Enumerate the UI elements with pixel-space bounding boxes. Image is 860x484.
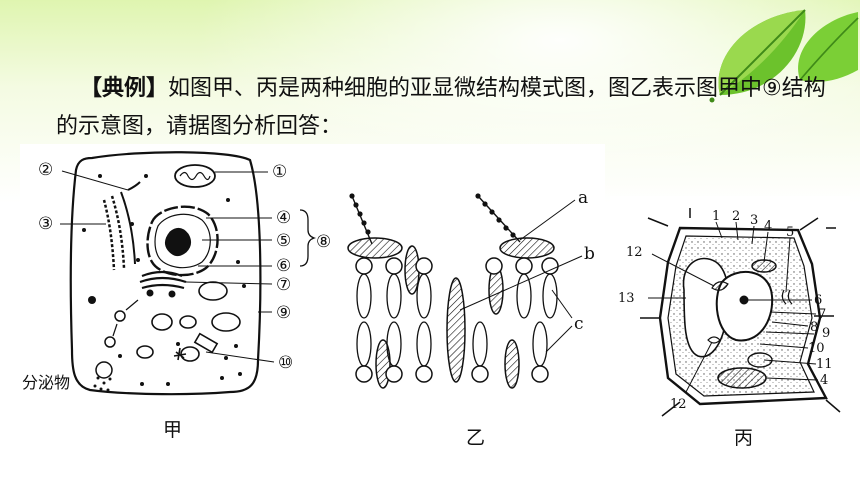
label-p12b: 12 (670, 397, 687, 412)
label-c: c (574, 314, 584, 334)
caption-bing: 丙 (734, 427, 753, 449)
label-p13: 13 (618, 291, 635, 306)
label-6: ⑥ (276, 256, 291, 276)
label-p9: 9 (822, 326, 830, 341)
nuclear-envelope (146, 205, 219, 277)
surface-protein (347, 237, 403, 259)
label-b: b (584, 244, 595, 264)
question-tag: 【典例】 (80, 76, 169, 101)
animal-cell-diagram (60, 151, 317, 396)
membrane-model-diagram (347, 193, 583, 389)
question-text: 【典例】如图甲、丙是两种细胞的亚显微结构模式图，图乙表示图甲中⑨结构的示意图，请… (56, 70, 836, 146)
surface-protein (499, 237, 555, 259)
label-2: ② (38, 160, 53, 180)
label-7: ⑦ (276, 275, 291, 295)
question-body: 如图甲、丙是两种细胞的亚显微结构模式图，图乙表示图甲中⑨结构的示意图，请据图分析… (56, 76, 826, 139)
label-4: ④ (276, 208, 291, 228)
caption-jia: 甲 (163, 419, 182, 441)
plant-cell-diagram (640, 208, 841, 417)
caption-yi: 乙 (466, 427, 485, 449)
label-p5: 5 (786, 225, 794, 240)
label-5: ⑤ (276, 231, 291, 251)
mitochondrion (174, 164, 216, 188)
label-p7: 7 (818, 307, 826, 322)
label-10: ⑩ (278, 353, 293, 373)
label-p3: 3 (750, 213, 758, 228)
label-3: ③ (38, 214, 53, 234)
nucleolus (164, 228, 192, 256)
label-p11: 11 (816, 357, 833, 372)
label-1: ① (272, 162, 287, 182)
label-9: ⑨ (276, 303, 291, 323)
label-p4a: 4 (764, 219, 772, 234)
label-p12a: 12 (626, 245, 643, 260)
cell-wall (658, 226, 828, 406)
cell-membrane (69, 151, 262, 396)
leaf-decoration-icon (709, 9, 859, 103)
label-p2: 2 (732, 209, 740, 224)
label-p10: 10 (808, 341, 825, 356)
label-a: a (578, 188, 588, 208)
label-p8: 8 (810, 320, 818, 335)
label-p1: 1 (712, 209, 720, 224)
label-p6: 6 (814, 293, 822, 308)
label-8: ⑧ (316, 232, 331, 252)
label-p4b: 4 (820, 373, 828, 388)
secretion-label: 分泌物 (22, 373, 70, 392)
plant-nucleus (715, 270, 774, 342)
figure-panel-left (20, 144, 605, 450)
